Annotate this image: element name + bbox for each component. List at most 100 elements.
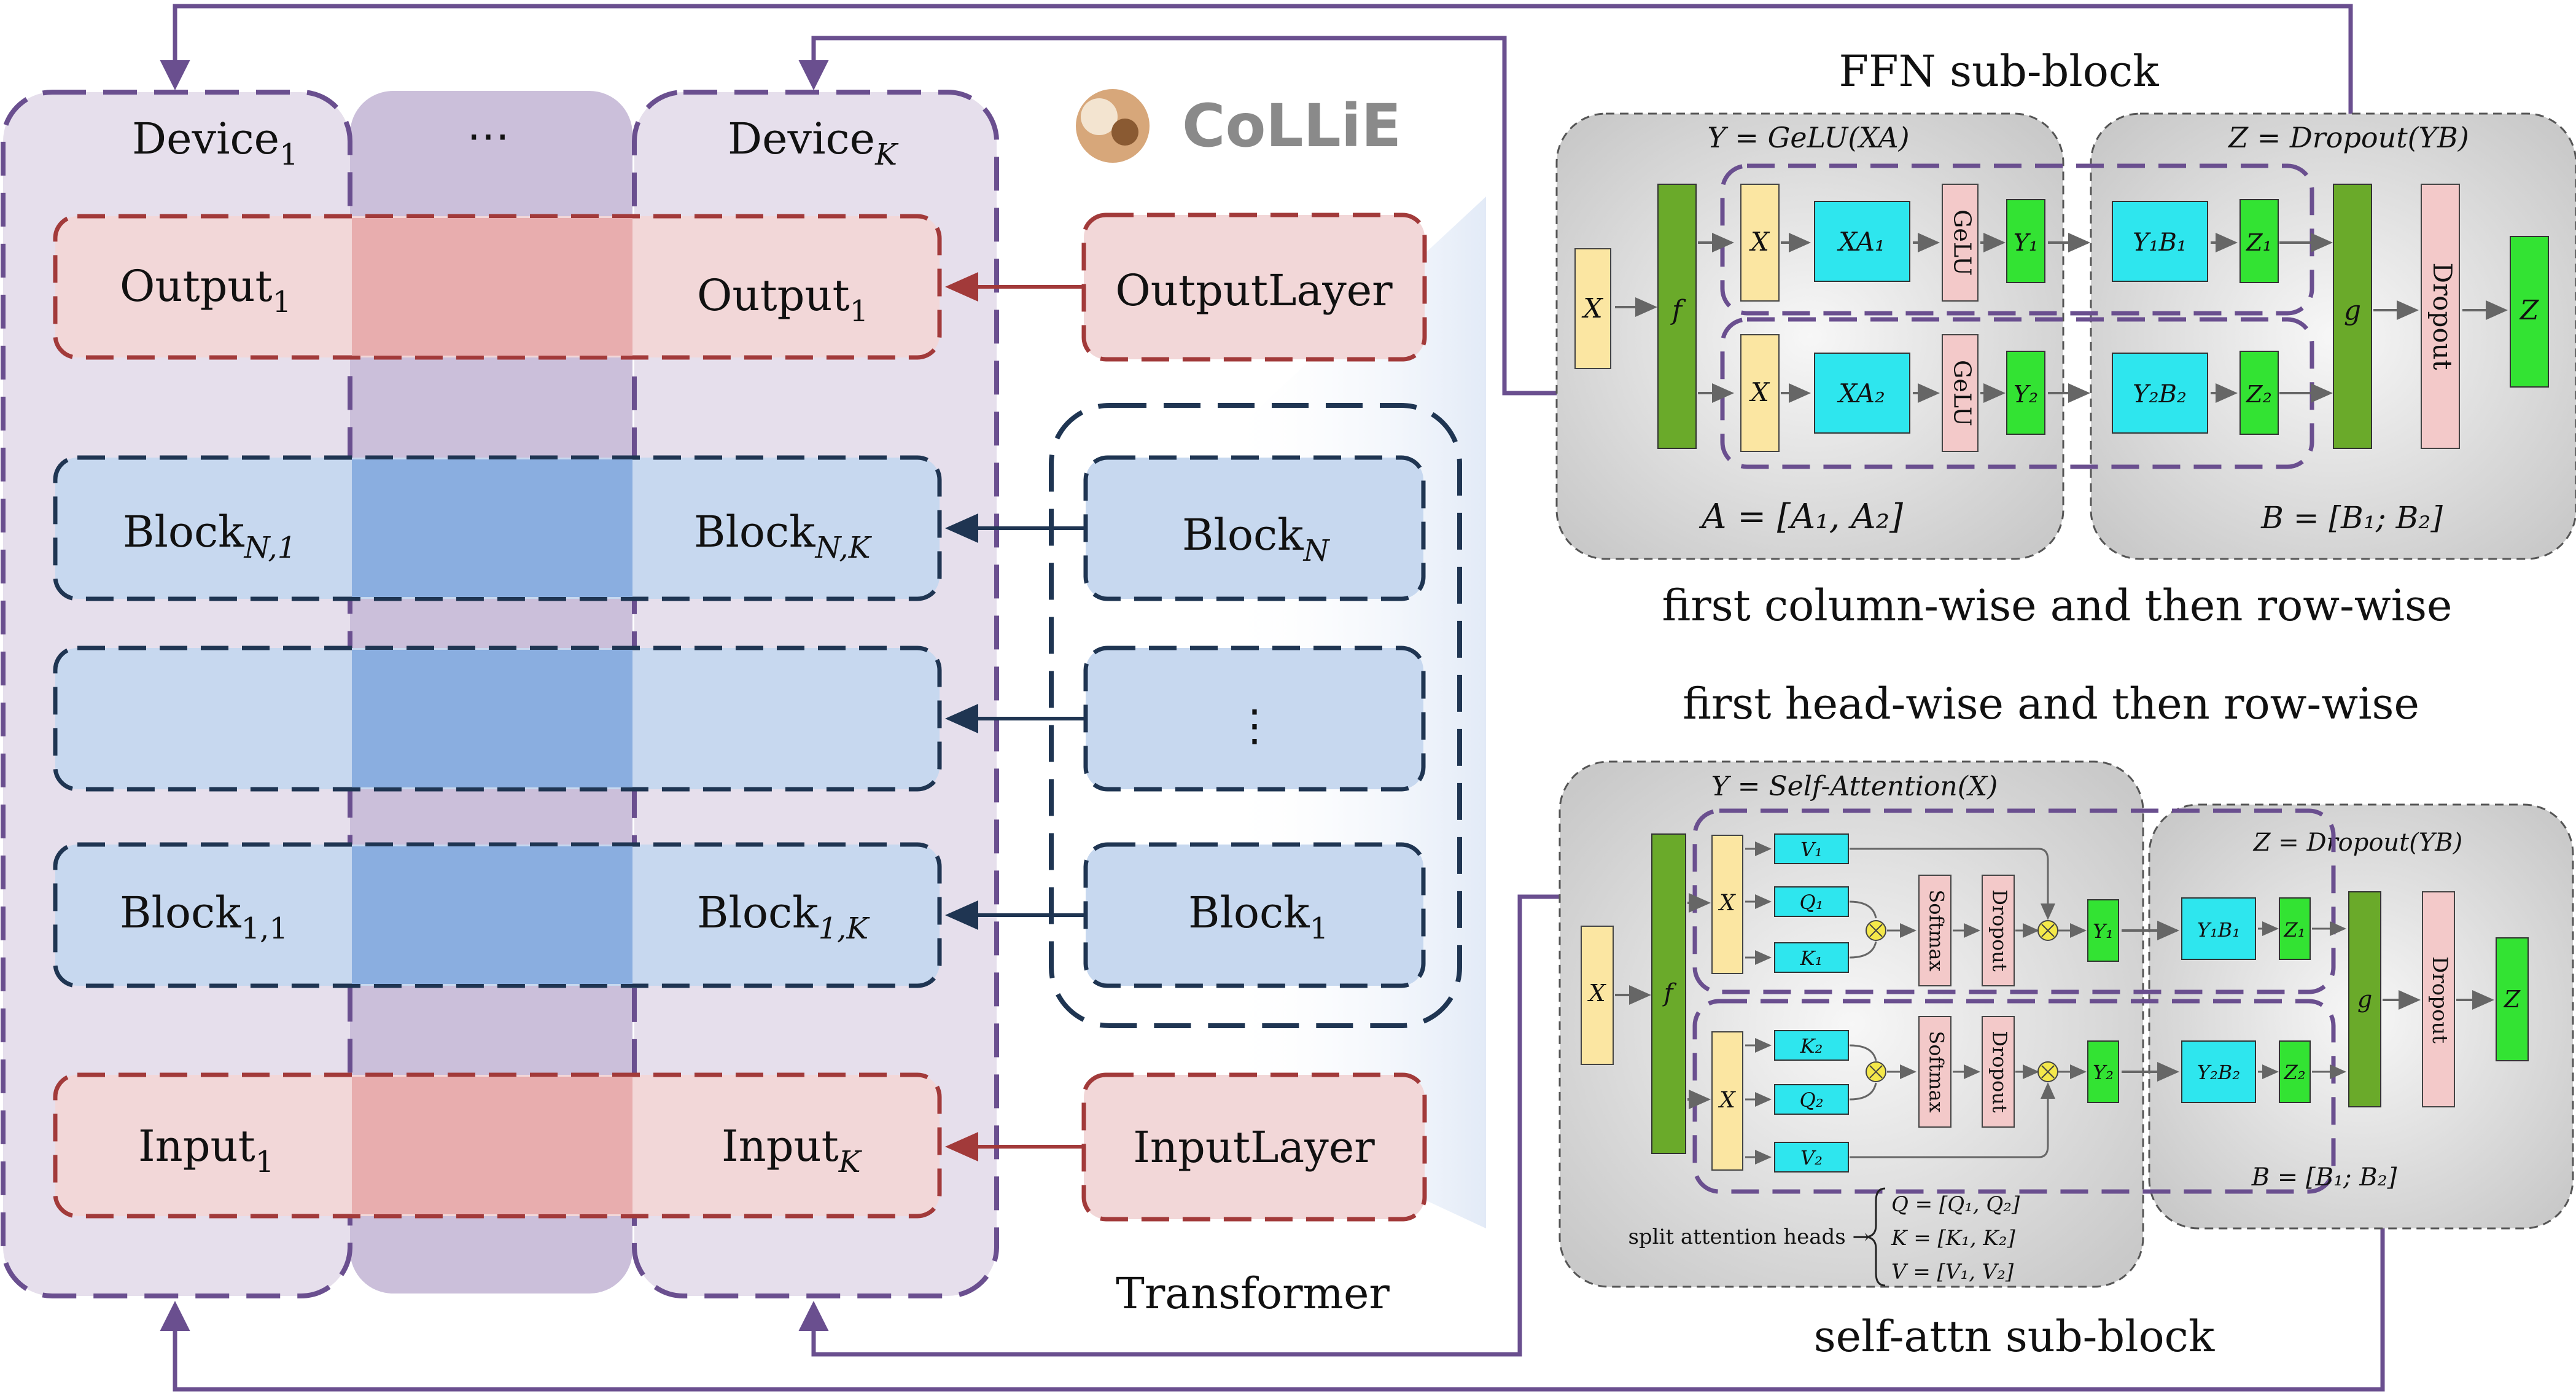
attn-dropout-1 <box>1982 875 2015 986</box>
ffn-caption: first column-wise and then row-wise <box>1662 580 2453 631</box>
attn-v-def: V = [V₁, V₂] <box>1891 1260 2014 1284</box>
input-layer-label: InputLayer <box>1133 1122 1375 1173</box>
attn-y1 <box>2087 899 2119 962</box>
svg-text:Y₂B₂: Y₂B₂ <box>2197 1061 2240 1084</box>
ffn-right-formula: Z = Dropout(YB) <box>2227 121 2469 154</box>
ffn-dropout <box>2421 184 2460 449</box>
ffn-row1-x <box>1740 184 1780 302</box>
ffn-y2b2 <box>2112 353 2208 434</box>
block-mid-overlap <box>352 650 632 787</box>
svg-text:X: X <box>1718 891 1736 916</box>
attn-v2 <box>1774 1142 1849 1173</box>
block-1-label: Block1 <box>1188 888 1328 946</box>
svg-text:Y₂: Y₂ <box>2093 1061 2114 1084</box>
ffn-x-input <box>1574 248 1611 369</box>
input-1-label: Input1 <box>138 1121 274 1179</box>
transformer-caption: Transformer <box>1116 1268 1390 1319</box>
attn-right-formula: Z = Dropout(YB) <box>2252 829 2463 857</box>
attn-z-output <box>2496 937 2529 1061</box>
attn-final-dropout <box>2422 891 2455 1107</box>
attn-row2-x <box>1711 1031 1743 1171</box>
svg-text:Softmax: Softmax <box>1925 1031 1948 1112</box>
attn-k-def: K = [K₁, K₂] <box>1891 1226 2015 1251</box>
attn-k2 <box>1774 1030 1849 1061</box>
attn-left-panel <box>1558 760 2144 1288</box>
attn-x-input <box>1581 926 1614 1065</box>
ffn-row2-x <box>1740 334 1780 452</box>
svg-text:Y₁: Y₁ <box>2014 229 2038 256</box>
ffn-y1 <box>2006 199 2045 283</box>
output-1-label: Output1 <box>120 261 291 319</box>
svg-text:V₁: V₁ <box>1800 838 1823 861</box>
svg-text:Z₁: Z₁ <box>2246 229 2272 256</box>
block-nk-label: BlockN,K <box>694 507 873 565</box>
collie-logo: CoLLiE <box>1076 89 1401 163</box>
collie-logo-text: CoLLiE <box>1182 92 1401 160</box>
svg-text:X: X <box>1749 377 1770 407</box>
svg-text:K₂: K₂ <box>1800 1034 1823 1058</box>
ffn-left-panel <box>1555 112 2064 560</box>
ffn-gelu-2 <box>1942 334 1979 452</box>
ffn-f-bar <box>1657 184 1697 449</box>
svg-text:X: X <box>1718 1088 1736 1113</box>
input-k-label: InputK <box>722 1121 863 1179</box>
svg-text:Q₂: Q₂ <box>1799 1088 1823 1112</box>
attn-k1 <box>1774 942 1849 973</box>
svg-text:GeLU: GeLU <box>1949 209 1976 276</box>
output-layer-label: OutputLayer <box>1115 265 1393 316</box>
svg-text:Q₁: Q₁ <box>1799 891 1823 914</box>
attn-y2 <box>2087 1040 2119 1103</box>
svg-text:Z₁: Z₁ <box>2283 918 2305 942</box>
attn-q-def: Q = [Q₁, Q₂] <box>1891 1192 2020 1217</box>
ffn-a-def: A = [A₁, A₂] <box>1699 497 1903 537</box>
device-middle-label: ⋯ <box>467 111 510 161</box>
svg-text:V₂: V₂ <box>1800 1146 1823 1169</box>
attn-dropout-2 <box>1982 1016 2015 1128</box>
svg-text:Z: Z <box>2504 986 2521 1013</box>
svg-text:Dropout: Dropout <box>1988 889 2012 972</box>
input-overlap <box>352 1077 632 1214</box>
attn-y1b1 <box>2181 897 2256 960</box>
ffn-g-bar <box>2333 184 2372 449</box>
block-1k-label: Block1,K <box>697 888 870 946</box>
device-first-label: Device1 <box>132 114 298 172</box>
svg-text:Y₂: Y₂ <box>2014 381 2038 408</box>
ffn-xa2 <box>1814 353 1910 434</box>
svg-text:Dropout: Dropout <box>2427 956 2452 1044</box>
device-last-label: DeviceK <box>728 114 899 172</box>
svg-text:Y₁B₁: Y₁B₁ <box>2133 228 2187 257</box>
svg-text:Dropout: Dropout <box>1988 1031 2012 1113</box>
ffn-y1b1 <box>2112 201 2208 282</box>
ffn-title: FFN sub-block <box>1839 46 2159 96</box>
attn-left-formula: Y = Self-Attention(X) <box>1711 771 1998 802</box>
svg-text:X: X <box>1581 293 1603 324</box>
svg-text:XA₁: XA₁ <box>1837 227 1885 257</box>
svg-text:K₁: K₁ <box>1800 946 1823 970</box>
attn-softmax-1 <box>1918 875 1951 986</box>
attn-v1 <box>1774 833 1849 864</box>
ffn-y2 <box>2006 351 2045 435</box>
output-overlap <box>352 218 632 356</box>
attn-split-brace <box>1866 1187 1886 1287</box>
svg-text:Y₂B₂: Y₂B₂ <box>2133 380 2187 408</box>
svg-text:Y₁: Y₁ <box>2093 919 2114 943</box>
svg-text:g: g <box>2344 295 2361 326</box>
svg-text:Z₂: Z₂ <box>2283 1061 2305 1084</box>
attn-softmax-2 <box>1918 1016 1951 1128</box>
attn-z1 <box>2279 897 2311 960</box>
attn-split-label: split attention heads → <box>1628 1225 1870 1249</box>
block-n-label: BlockN <box>1182 510 1331 568</box>
attn-f-bar <box>1651 833 1686 1154</box>
output-k-label: Output1 <box>697 270 868 329</box>
attn-b-def: B = [B₁; B₂] <box>2251 1163 2397 1192</box>
ffn-left-formula: Y = GeLU(XA) <box>1707 121 1909 154</box>
svg-text:Y₁B₁: Y₁B₁ <box>2197 918 2240 942</box>
ffn-xa1 <box>1814 201 1910 282</box>
attn-q1 <box>1774 886 1849 917</box>
svg-text:X: X <box>1587 980 1606 1007</box>
svg-text:GeLU: GeLU <box>1949 360 1976 426</box>
block-1-overlap <box>352 846 632 984</box>
ffn-z2 <box>2239 351 2279 435</box>
attn-caption: self-attn sub-block <box>1814 1311 2215 1362</box>
